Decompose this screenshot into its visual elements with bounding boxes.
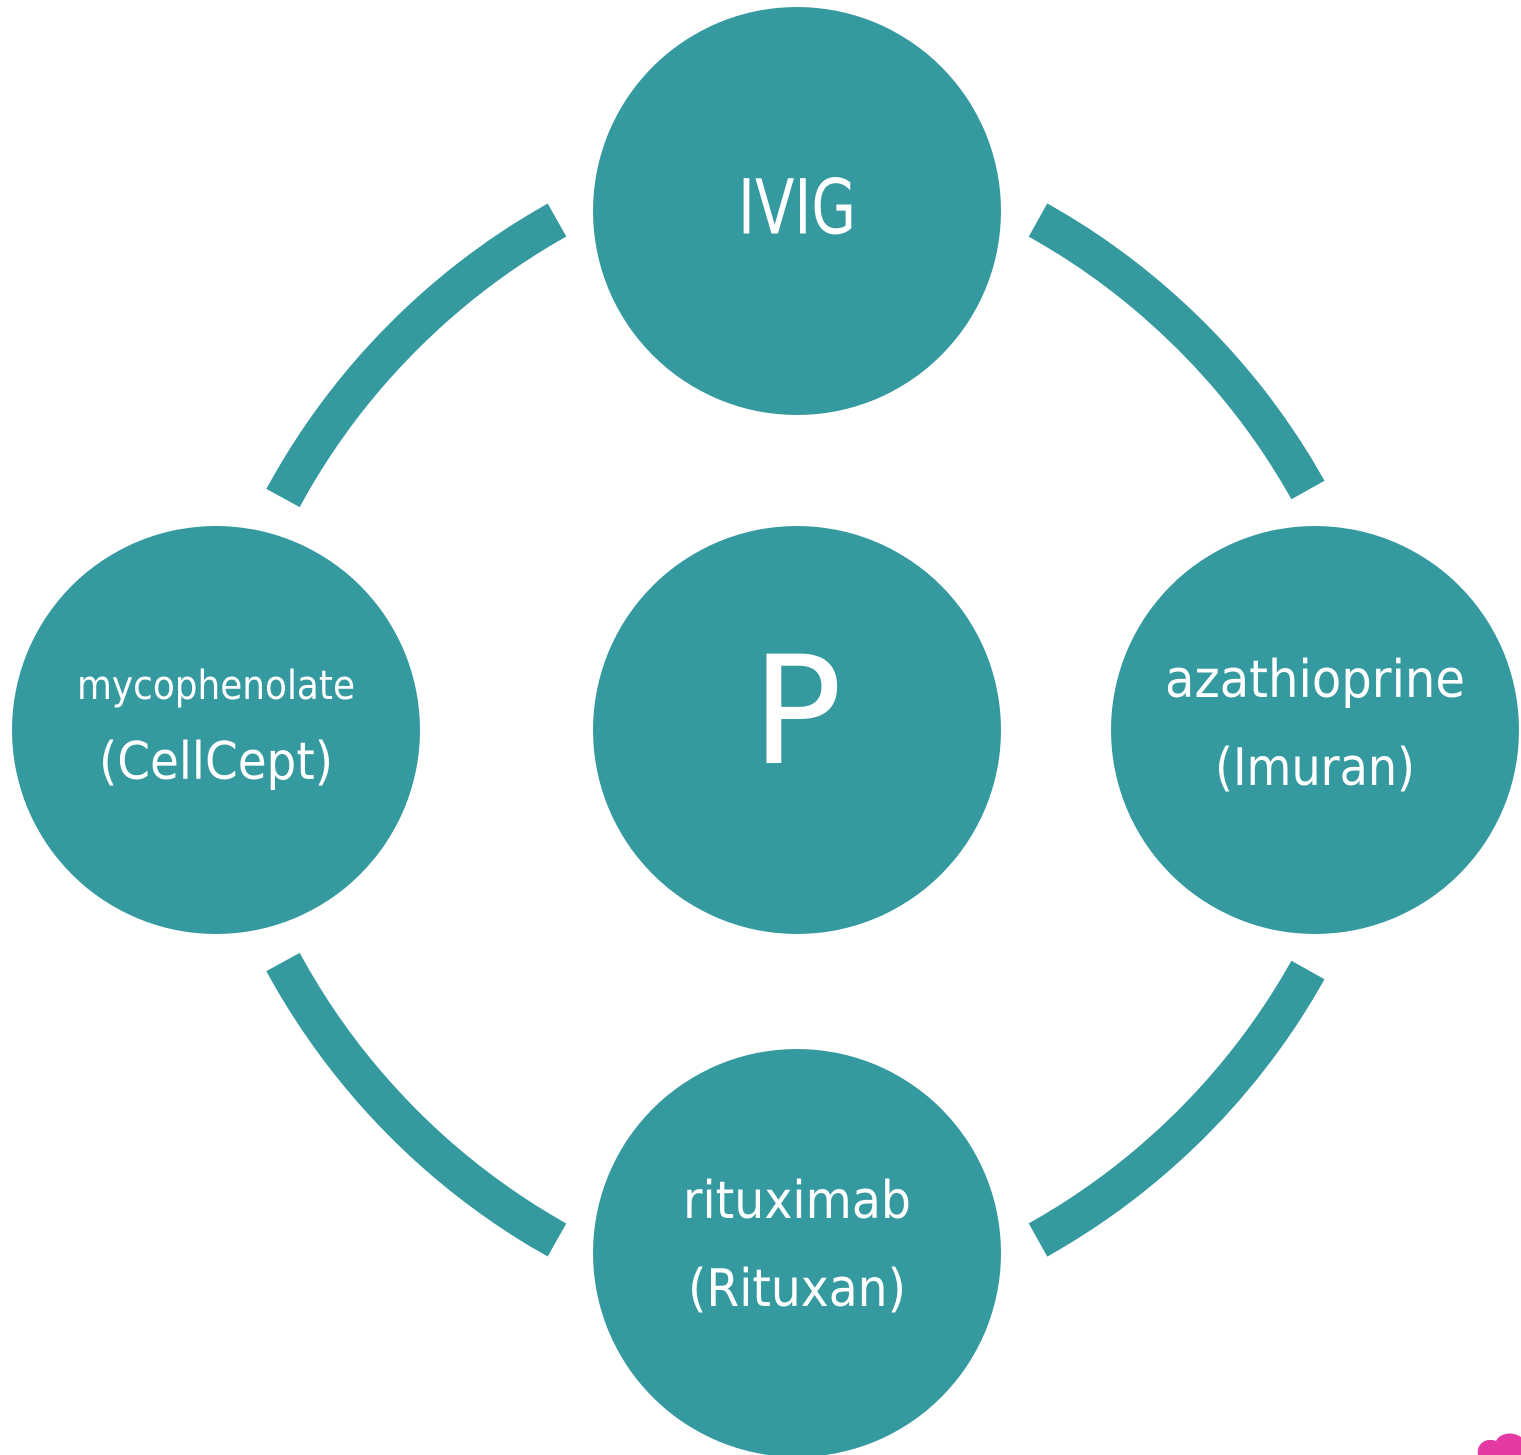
node-top-circle <box>593 7 1001 415</box>
connector-ring <box>266 203 1325 1257</box>
arc-bottom-to-left <box>266 952 567 1257</box>
node-left-circle <box>12 526 420 934</box>
node-left-line1: mycophenolate <box>77 663 355 709</box>
arc-right-to-bottom <box>1028 960 1325 1257</box>
node-bottom: rituximab (Rituxan) <box>593 1049 1001 1455</box>
node-bottom-line1: rituximab <box>683 1171 911 1231</box>
node-right: azathioprine (Imuran) <box>1111 526 1519 934</box>
node-left-line2: (CellCept) <box>99 732 333 792</box>
arc-top-to-right <box>1028 203 1325 500</box>
node-bottom-line2: (Rituxan) <box>688 1259 906 1319</box>
center-label: P <box>752 625 842 799</box>
center-node: P <box>593 526 1001 934</box>
arc-left-to-top <box>266 203 567 508</box>
node-top-label: IVIG <box>738 163 856 252</box>
corner-decoration <box>1477 1433 1521 1455</box>
node-top: IVIG <box>593 7 1001 415</box>
node-left: mycophenolate (CellCept) <box>12 526 420 934</box>
node-right-line1: azathioprine <box>1165 650 1465 710</box>
node-right-circle <box>1111 526 1519 934</box>
node-bottom-circle <box>593 1049 1001 1455</box>
pink-flower-icon <box>1477 1433 1521 1455</box>
node-right-line2: (Imuran) <box>1215 738 1415 798</box>
center-circle <box>593 526 1001 934</box>
